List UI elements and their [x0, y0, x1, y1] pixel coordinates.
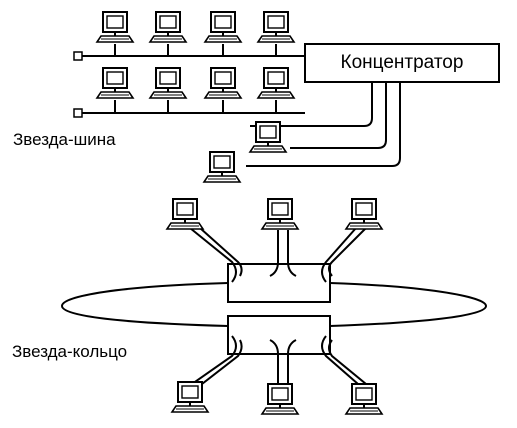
hub-box: [304, 43, 500, 83]
computer-icon: [149, 67, 187, 99]
star-ring-label: Звезда-кольцо: [12, 342, 128, 361]
computer-icon: [345, 383, 383, 415]
bus-terminator-icon: [73, 108, 83, 118]
computer-icon: [204, 11, 242, 43]
hub-label: Концентратор: [340, 52, 464, 73]
computer-icon: [345, 198, 383, 230]
computer-icon: [96, 67, 134, 99]
computer-icon: [261, 383, 299, 415]
bus-terminator-icon: [73, 51, 83, 61]
star-bus-label: Звезда-шина: [13, 130, 116, 149]
star-bus-network: [82, 44, 401, 167]
hub-cable-1: [250, 82, 373, 127]
ring-line: [329, 282, 488, 327]
ring-hub-upper: [227, 263, 331, 303]
computer-icon: [171, 381, 209, 413]
ring-hub-lower: [227, 315, 331, 355]
hub-cable-2: [290, 82, 387, 149]
ring-line: [60, 282, 229, 327]
computer-icon: [166, 198, 204, 230]
computer-icon: [261, 198, 299, 230]
computer-icon: [203, 151, 241, 183]
computer-icon: [249, 121, 287, 153]
star-ring-network: [60, 227, 488, 385]
computer-icon: [204, 67, 242, 99]
hub-cable-3: [246, 82, 401, 167]
computer-icon: [257, 67, 295, 99]
computer-icon: [96, 11, 134, 43]
computer-icon: [149, 11, 187, 43]
computer-icon: [257, 11, 295, 43]
